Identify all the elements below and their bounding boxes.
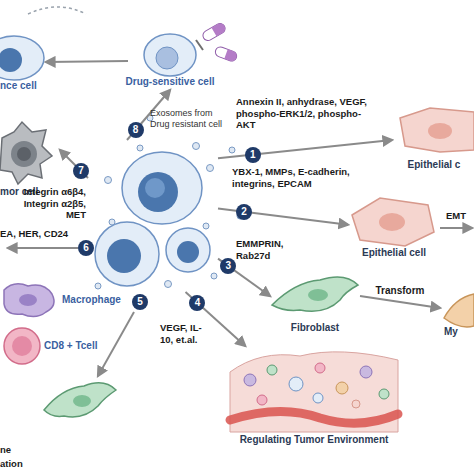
inhibition-bar — [196, 40, 203, 50]
cell-nucleus — [177, 241, 199, 263]
cell-nucleus — [308, 289, 328, 301]
cell-nucleus — [73, 395, 91, 407]
node-label: Regulating Tumor Environment — [228, 434, 400, 446]
cell-nucleus — [379, 213, 405, 231]
sensitive-cell — [144, 34, 196, 76]
dashed-arc — [28, 7, 86, 14]
cell-cluster: Exosomes from Drug resistant cell — [88, 140, 218, 292]
cell-nucleus — [11, 141, 37, 167]
node-label: Drug-sensitive cell — [116, 76, 224, 88]
pathway-arrow — [98, 312, 134, 376]
pathway-arrow — [218, 259, 270, 296]
tissue-band — [230, 352, 398, 432]
exosome-dots — [95, 115, 243, 289]
t-cell-shape — [4, 328, 40, 364]
drug-pill — [214, 46, 238, 63]
node-label: Macrophage — [62, 294, 134, 306]
node-label: Fibroblast — [270, 322, 360, 334]
node-label: Epithelial c — [394, 159, 474, 171]
tissue-cells — [244, 363, 389, 408]
cell-node: nce cell — [0, 34, 46, 90]
cell-nucleus — [107, 239, 141, 273]
callout-number: 1 — [245, 147, 261, 163]
nucleolus — [145, 178, 165, 198]
cell-nucleus — [428, 123, 452, 139]
blood-vessel — [230, 411, 398, 423]
callout-number: 7 — [73, 163, 89, 179]
callout-number: 8 — [128, 122, 144, 138]
node-label: My — [444, 326, 474, 338]
annotation-text: ation — [0, 458, 40, 470]
edge-label: Transform — [376, 285, 425, 296]
annotation-text: Annexin II, anhydrase, VEGF, phospho-ERK… — [236, 96, 376, 131]
cell-nucleus — [138, 172, 178, 212]
annotation-text: EMMPRIN, Rab27d — [236, 238, 292, 261]
cell-node: Macrophage — [4, 282, 134, 322]
drug-pill — [201, 22, 227, 43]
annotation-text: YBX-1, MMPs, E-cadherin, integrins, EPCA… — [232, 166, 350, 189]
pathway-arrow — [46, 61, 128, 62]
pathway-arrow — [8, 247, 78, 249]
nucleolus — [17, 147, 31, 161]
myofibroblast-shape — [444, 294, 474, 327]
resistant-cell — [95, 222, 159, 286]
environment-band: Regulating Tumor Environment — [228, 346, 400, 446]
callout-number: 3 — [220, 258, 236, 274]
annotation-text: EA, HER, CD24 — [0, 228, 80, 240]
resistance-cell — [0, 36, 44, 80]
emt-arrow — [440, 227, 472, 229]
annotation-text: Integrin α6β4, Integrin α2β5, MET — [10, 186, 86, 221]
node-label: Exosomes from Drug resistant cell — [150, 108, 232, 130]
cell-nucleus — [19, 294, 37, 306]
pathway-arrow — [60, 150, 88, 178]
cell-nucleus — [0, 48, 22, 72]
callout-number: 2 — [236, 204, 252, 220]
cell-node: CD8 + Tcell — [4, 326, 120, 366]
annotation-text: ne — [0, 444, 30, 456]
cell-node: Epithelial c — [392, 105, 474, 175]
fibroblast-shape — [272, 277, 358, 311]
pathway-arrow — [360, 296, 440, 308]
cell-nucleus — [12, 336, 32, 356]
cell-node: My — [440, 288, 474, 338]
callout-number: 5 — [132, 294, 148, 310]
cell-nucleus — [156, 47, 178, 69]
epithelial-cell — [400, 108, 474, 152]
epithelial-cell — [352, 198, 434, 246]
annotation-text: VEGF, IL-10, et.al. — [160, 322, 204, 345]
cell-node: Drug-sensitive cell — [128, 32, 212, 90]
callout-number: 6 — [78, 240, 94, 256]
cell-node: Fibroblast — [270, 268, 360, 338]
node-label: nce cell — [0, 80, 46, 92]
resistant-cell — [122, 152, 202, 224]
cell-node: Epithelial cell — [348, 195, 440, 261]
node-label: Epithelial cell — [348, 247, 440, 259]
tumor-cell — [0, 122, 52, 184]
fibroblast-shape — [44, 383, 116, 417]
annotation-text: EMT — [446, 210, 474, 222]
node-label: CD8 + Tcell — [44, 340, 120, 352]
macrophage-shape — [4, 284, 54, 317]
resistant-cell — [166, 228, 210, 272]
